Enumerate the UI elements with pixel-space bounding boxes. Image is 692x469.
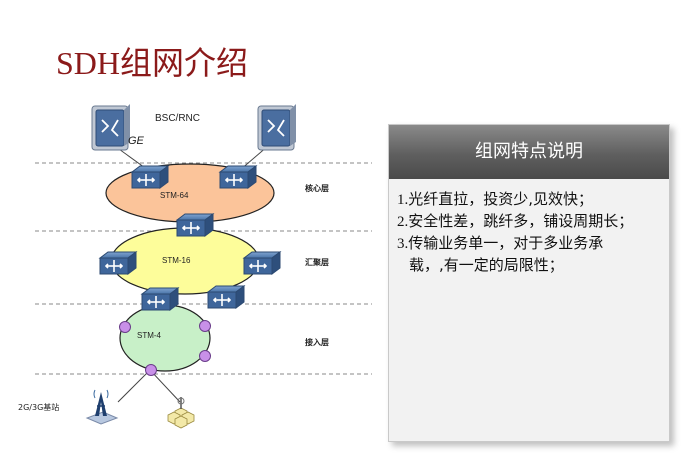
router-icon [207,285,245,309]
panel-body: 1.光纤直拉，投资少,见效快； 2.安全性差，跳纤多，铺设周期长； 3.传输业务… [389,179,669,276]
feature-number: 3. [397,236,409,252]
feature-text: 传输业务单一，对于多业务承 [408,234,604,252]
base-station-icon [167,397,195,429]
ring-label-stm16: STM-16 [162,256,191,265]
feature-item: 3.传输业务单一，对于多业务承 [397,233,663,255]
router-icon [219,165,257,189]
router-icon [243,251,281,275]
router-icon [176,213,214,237]
ring-label-stm4: STM-4 [137,331,162,340]
feature-text: 安全性差，跳纤多，铺设周期长； [408,212,634,230]
panel-header: 组网特点说明 [389,125,669,179]
page-title: SDH组网介绍 [56,45,249,81]
router-icon [131,165,169,189]
network-diagram: BSC/RNC GE STM-64 STM-16 STM-4 核心层 汇聚层 接… [18,103,372,429]
layer-label-core: 核心层 [305,183,329,193]
feature-item: 1.光纤直拉，投资少,见效快； [397,189,663,211]
ge-label: GE [128,135,145,147]
access-link [117,369,151,403]
bsc-label: BSC/RNC [155,113,200,124]
feature-item: 2.安全性差，跳纤多，铺设周期长； [397,211,663,233]
tower-icon [85,389,119,425]
feature-number: 1. [397,192,409,208]
ring-stm4 [119,304,211,372]
layer-label-aggregation: 汇聚层 [305,257,329,267]
layer-label-access: 接入层 [305,337,329,347]
bsc-device-icon [257,103,297,151]
access-node [199,350,211,362]
feature-number: 2. [397,214,409,230]
access-link [149,369,181,403]
bsc-device-icon [91,103,131,151]
features-panel: 组网特点说明 1.光纤直拉，投资少,见效快； 2.安全性差，跳纤多，铺设周期长；… [388,124,670,442]
feature-text: 光纤直拉，投资少,见效快； [408,190,594,208]
access-node [145,364,157,376]
feature-item-continued: 载，,有一定的局限性； [409,256,564,274]
base-station-label: 2G/3G基站 [18,402,59,412]
router-icon [141,287,179,311]
access-node [119,321,131,333]
ring-label-stm64: STM-64 [160,191,189,200]
access-node [199,320,211,332]
router-icon [99,251,137,275]
